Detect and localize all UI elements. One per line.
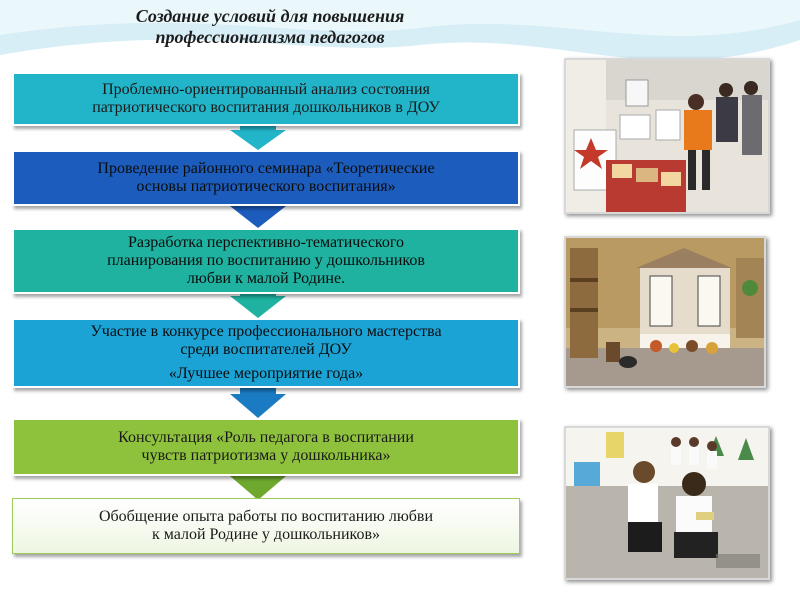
arrow-3	[230, 290, 286, 318]
exhibition-photo	[564, 58, 770, 214]
page-title: Создание условий для повышения профессио…	[60, 6, 480, 48]
step-5-box: Консультация «Роль педагога в воспитании…	[12, 418, 520, 476]
step-6-line-1: Обобщение опыта работы по воспитанию люб…	[98, 508, 434, 525]
folk-corner-photo	[564, 236, 766, 388]
step-4-line-1: Участие в конкурсе профессионального мас…	[90, 323, 442, 340]
exhibition-scene-icon	[566, 60, 768, 212]
title-line-1: Создание условий для повышения	[135, 6, 405, 26]
children-scene-icon	[566, 428, 768, 578]
step-2-box: Проведение районного семинара «Теоретиче…	[12, 150, 520, 206]
step-3-line-2: планирования по воспитанию у дошкольнико…	[107, 252, 425, 269]
step-5-line-2: чувств патриотизма у дошкольника»	[141, 447, 391, 464]
step-6-line-2: к малой Родине у дошкольников»	[151, 526, 381, 543]
step-3-line-3: любви к малой Родине.	[186, 270, 346, 287]
title-line-2: профессионализма педагогов	[155, 27, 385, 47]
step-3-line-1: Разработка перспективно-тематического	[127, 234, 405, 251]
step-4-line-3: «Лучшее мероприятие года»	[168, 365, 364, 382]
step-1-box: Проблемно-ориентированный анализ состоян…	[12, 72, 520, 126]
step-1-line-1: Проблемно-ориентированный анализ состоян…	[102, 81, 430, 98]
step-4-box: Участие в конкурсе профессионального мас…	[12, 318, 520, 388]
arrow-4	[230, 386, 286, 418]
folk-corner-scene-icon	[566, 238, 764, 386]
step-2-line-2: основы патриотического воспитания»	[136, 178, 396, 195]
step-5-line-1: Консультация «Роль педагога в воспитании	[118, 429, 414, 446]
step-3-box: Разработка перспективно-тематического пл…	[12, 228, 520, 294]
step-6-box: Обобщение опыта работы по воспитанию люб…	[12, 498, 520, 554]
children-photo	[564, 426, 770, 580]
step-4-line-2: среди воспитателей ДОУ	[180, 341, 352, 358]
step-2-line-1: Проведение районного семинара «Теоретиче…	[97, 160, 435, 177]
step-1-line-2: патриотического воспитания дошкольников …	[92, 99, 440, 116]
